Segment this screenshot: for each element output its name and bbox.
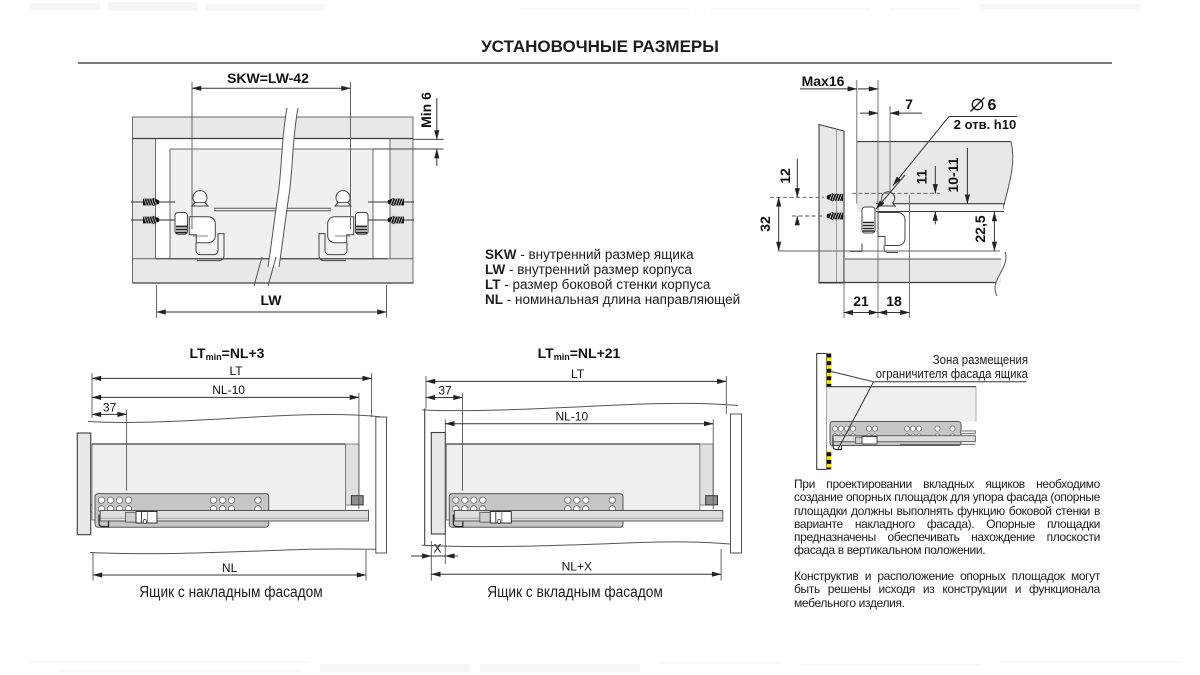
svg-text:LT: LT — [229, 364, 243, 378]
svg-text:7: 7 — [905, 96, 913, 112]
svg-text:NL+X: NL+X — [562, 560, 592, 574]
svg-text:10-11: 10-11 — [945, 157, 961, 192]
svg-text:X: X — [433, 542, 441, 556]
svg-text:18: 18 — [886, 293, 902, 309]
svg-text:2 отв. h10: 2 отв. h10 — [954, 117, 1016, 132]
svg-text:Max16: Max16 — [802, 73, 845, 89]
svg-text:21: 21 — [853, 293, 869, 309]
svg-text:NL-10: NL-10 — [212, 383, 245, 397]
svg-text:6: 6 — [988, 97, 997, 114]
svg-text:Min 6: Min 6 — [418, 92, 434, 128]
svg-text:LTmin=NL+3: LTmin=NL+3 — [190, 345, 265, 362]
svg-text:32: 32 — [757, 216, 773, 232]
svg-text:LT: LT — [571, 367, 585, 381]
svg-text:NL: NL — [222, 561, 238, 575]
svg-text:SKW=LW-42: SKW=LW-42 — [227, 70, 309, 86]
svg-text:NL-10: NL-10 — [555, 409, 588, 423]
svg-text:37: 37 — [103, 401, 117, 415]
svg-text:11: 11 — [914, 169, 930, 184]
svg-text:22,5: 22,5 — [972, 215, 988, 242]
svg-text:12: 12 — [777, 168, 793, 184]
svg-text:LW: LW — [261, 292, 283, 308]
svg-text:LTmin=NL+21: LTmin=NL+21 — [538, 345, 621, 362]
svg-text:37: 37 — [438, 384, 452, 398]
